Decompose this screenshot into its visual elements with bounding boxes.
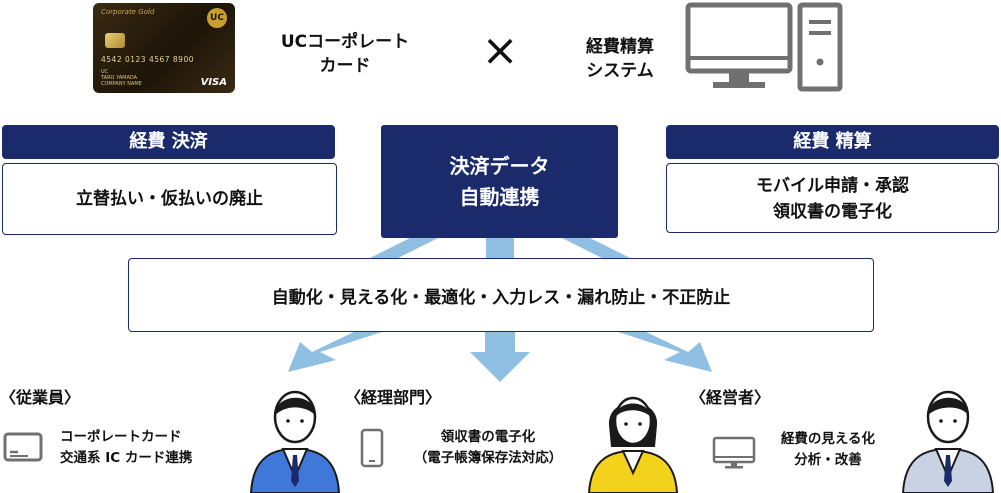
card-chip-icon: [105, 33, 125, 48]
card-network-logo: VISA: [200, 77, 227, 88]
card-brand-text: Corporate Gold: [101, 8, 155, 16]
arrow-upper-right: [562, 238, 638, 262]
management-feature-line2: 分析・改善: [794, 452, 862, 468]
card-holder: UC TARO YAMADA COMPANY NAME: [101, 69, 142, 87]
credit-card-icon: [3, 432, 43, 462]
arrow-lower-right: [612, 330, 712, 372]
role-title-accounting: 〈経理部門〉: [345, 388, 442, 407]
management-feature: 経費の見える化 分析・改善: [763, 429, 893, 471]
role-title-management: 〈経営者〉: [690, 388, 771, 407]
card-holder-line2: TARO YAMADA: [101, 75, 138, 81]
employee-feature-line2: 交通系 IC カード連携: [60, 450, 193, 466]
arrow-upper-left: [362, 238, 438, 262]
expense-payment-header: 経費 決済: [2, 125, 335, 159]
card-label-line1: UCコーポレート: [280, 32, 410, 52]
smartphone-icon: [360, 428, 384, 468]
system-label-line1: 経費精算: [586, 37, 654, 57]
expense-settlement-line1: モバイル申請・承認: [756, 176, 909, 196]
accounting-feature: 領収書の電子化 （電子帳簿保存法対応）: [398, 427, 578, 469]
accounting-feature-line1: 領収書の電子化: [440, 429, 536, 445]
card-holder-line1: UC: [101, 69, 109, 75]
expense-settlement-line2: 領収書の電子化: [773, 202, 892, 222]
arrow-lower-center: [470, 330, 530, 382]
card-logo: UC: [207, 8, 227, 28]
employee-feature: コーポレートカード 交通系 IC カード連携: [60, 427, 192, 469]
employee-person-icon: [249, 390, 341, 493]
auto-data-link-line1: 決済データ: [449, 153, 550, 178]
management-person-icon: [901, 390, 995, 493]
benefits-bar: 自動化・見える化・最適化・入力レス・漏れ防止・不正防止: [128, 258, 874, 332]
system-label: 経費精算 システム: [560, 35, 680, 83]
auto-data-link-box: 決済データ 自動連携: [381, 125, 618, 238]
arrow-lower-left: [288, 330, 388, 372]
card-label-line2: カード: [319, 56, 371, 76]
system-label-line2: システム: [586, 61, 654, 81]
role-title-employee: 〈従業員〉: [0, 388, 81, 407]
expense-settlement-header: 経費 精算: [666, 125, 999, 159]
expense-payment-body: 立替払い・仮払いの廃止: [2, 163, 337, 235]
accounting-feature-line2: （電子帳簿保存法対応）: [413, 450, 563, 466]
arrow-upper-center: [486, 238, 514, 262]
times-symbol: ×: [481, 25, 519, 76]
auto-data-link-line2: 自動連携: [459, 184, 540, 209]
accounting-person-icon: [587, 396, 679, 493]
card-number: 4542 0123 4567 8900: [101, 55, 194, 64]
computer-icon: [685, 2, 843, 92]
card-holder-line3: COMPANY NAME: [101, 81, 142, 87]
expense-settlement-body: モバイル申請・承認 領収書の電子化: [666, 163, 999, 233]
employee-feature-line1: コーポレートカード: [60, 429, 182, 445]
card-label: UCコーポレート カード: [255, 30, 435, 78]
management-feature-line1: 経費の見える化: [780, 431, 876, 447]
monitor-icon: [712, 436, 756, 469]
corporate-card-image: Corporate Gold UC 4542 0123 4567 8900 UC…: [93, 3, 235, 93]
